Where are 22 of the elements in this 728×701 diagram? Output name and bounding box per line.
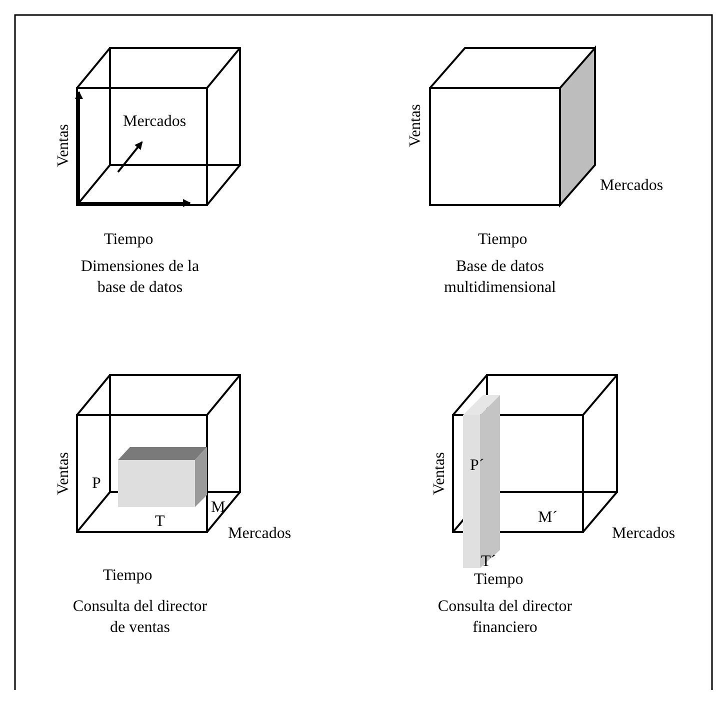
axis-label: Ventas: [54, 452, 73, 495]
caption: Consulta del director financiero: [436, 597, 574, 638]
axis-label: Ventas: [430, 452, 449, 495]
caption: Consulta del director de ventas: [72, 597, 208, 638]
part-label: M: [211, 498, 226, 517]
part-label: P: [92, 474, 101, 493]
caption: Dimensiones de la base de datos: [80, 257, 200, 298]
axis-label: Mercados: [600, 176, 664, 195]
axis-label: Mercados: [612, 524, 676, 543]
part-label: P´: [470, 456, 484, 475]
axis-label: Tiempo: [104, 230, 154, 249]
caption: Base de datos multidimensional: [443, 257, 557, 298]
axis-label: Mercados: [123, 112, 186, 131]
axis-label: Tiempo: [474, 570, 524, 589]
part-label: T: [155, 512, 165, 531]
axis-label: Mercados: [228, 524, 292, 543]
axis-label: Tiempo: [478, 230, 528, 249]
axis-label: Ventas: [406, 104, 425, 147]
axis-label: Ventas: [54, 124, 73, 167]
part-label: T´: [481, 552, 496, 571]
axis-label: Tiempo: [103, 566, 152, 585]
part-label: M´: [538, 508, 558, 527]
